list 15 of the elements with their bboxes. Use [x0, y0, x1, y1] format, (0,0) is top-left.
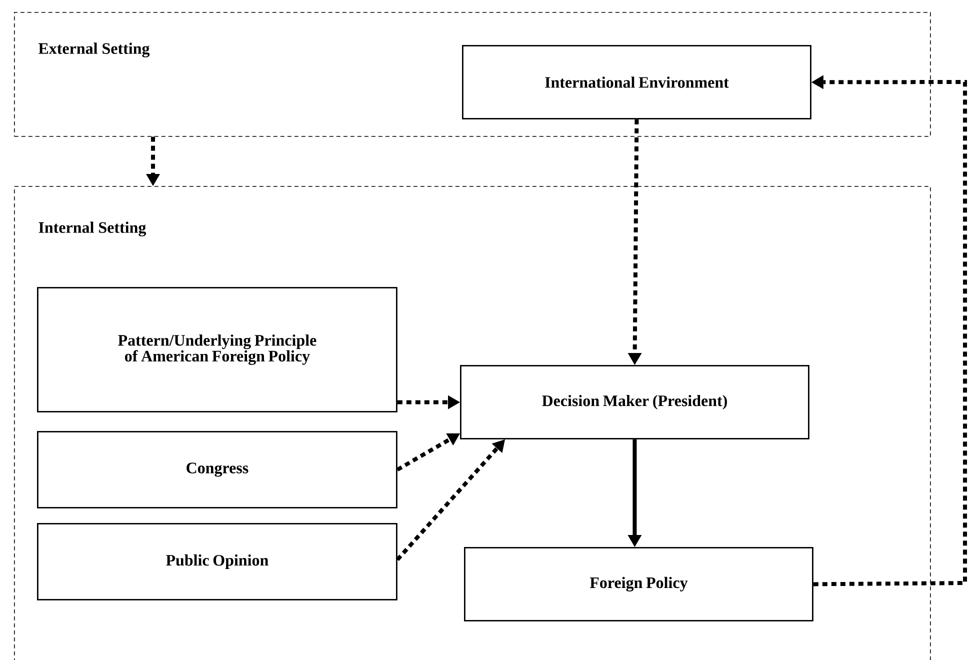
- arrow: [146, 136, 160, 186]
- heading: Internal Setting: [38, 222, 146, 236]
- arrow: [628, 439, 642, 547]
- arrow: [628, 119, 642, 365]
- text-box: Decision Maker (President): [460, 365, 810, 440]
- text-box: Public Opinion: [37, 523, 398, 600]
- text-box: Congress: [37, 431, 398, 508]
- arrow: [397, 395, 460, 410]
- text-box: International Environment: [462, 45, 812, 120]
- arrow: [396, 433, 460, 472]
- arrow: [811, 75, 967, 586]
- arrow: [396, 439, 505, 562]
- text-box: Foreign Policy: [464, 547, 814, 622]
- text-box: Pattern/Underlying Principle of American Foreign Policy: [37, 287, 398, 412]
- heading: External Setting: [38, 42, 150, 58]
